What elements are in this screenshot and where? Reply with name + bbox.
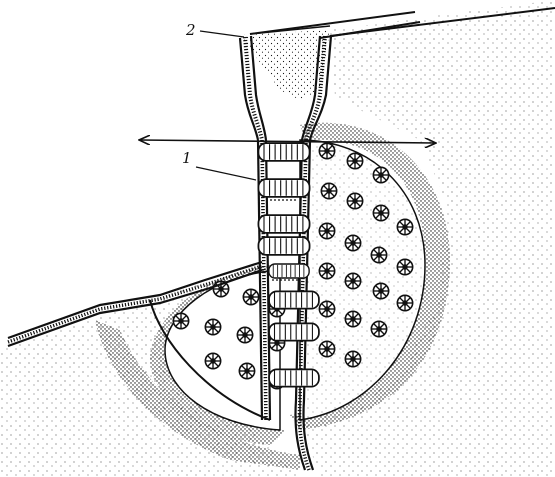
- pore-icon: [345, 311, 360, 326]
- strand-icon: [269, 369, 319, 386]
- pore-icon: [371, 321, 386, 336]
- pore-icon: [319, 223, 334, 238]
- pore-icon: [373, 167, 388, 182]
- strand-icon: [258, 179, 309, 197]
- callout-label-2: 2: [185, 21, 196, 39]
- pore-icon: [205, 319, 220, 334]
- pore-icon: [345, 351, 360, 366]
- pore-icon: [347, 193, 362, 208]
- pore-icon: [319, 143, 334, 158]
- strand-icon: [258, 215, 309, 233]
- pore-icon: [243, 289, 258, 304]
- strand-icon: [258, 143, 309, 161]
- pore-icon: [397, 295, 412, 310]
- pore-icon: [319, 301, 334, 316]
- pore-icon: [173, 313, 188, 328]
- pore-icon: [373, 283, 388, 298]
- strand-icon: [258, 237, 309, 255]
- pore-icon: [205, 353, 220, 368]
- pore-icon: [397, 219, 412, 234]
- pore-icon: [239, 363, 254, 378]
- pore-icon: [237, 327, 252, 342]
- callout-label-1: 1: [182, 149, 192, 167]
- pore-icon: [345, 273, 360, 288]
- pore-icon: [345, 235, 360, 250]
- pore-icon: [347, 153, 362, 168]
- pore-icon: [373, 205, 388, 220]
- pore-icon: [397, 259, 412, 274]
- pore-icon: [319, 341, 334, 356]
- pore-icon: [371, 247, 386, 262]
- strand-icon: [269, 323, 319, 340]
- pore-icon: [319, 263, 334, 278]
- strand-icon: [269, 264, 309, 278]
- pore-icon: [321, 183, 336, 198]
- strand-icon: [269, 291, 319, 308]
